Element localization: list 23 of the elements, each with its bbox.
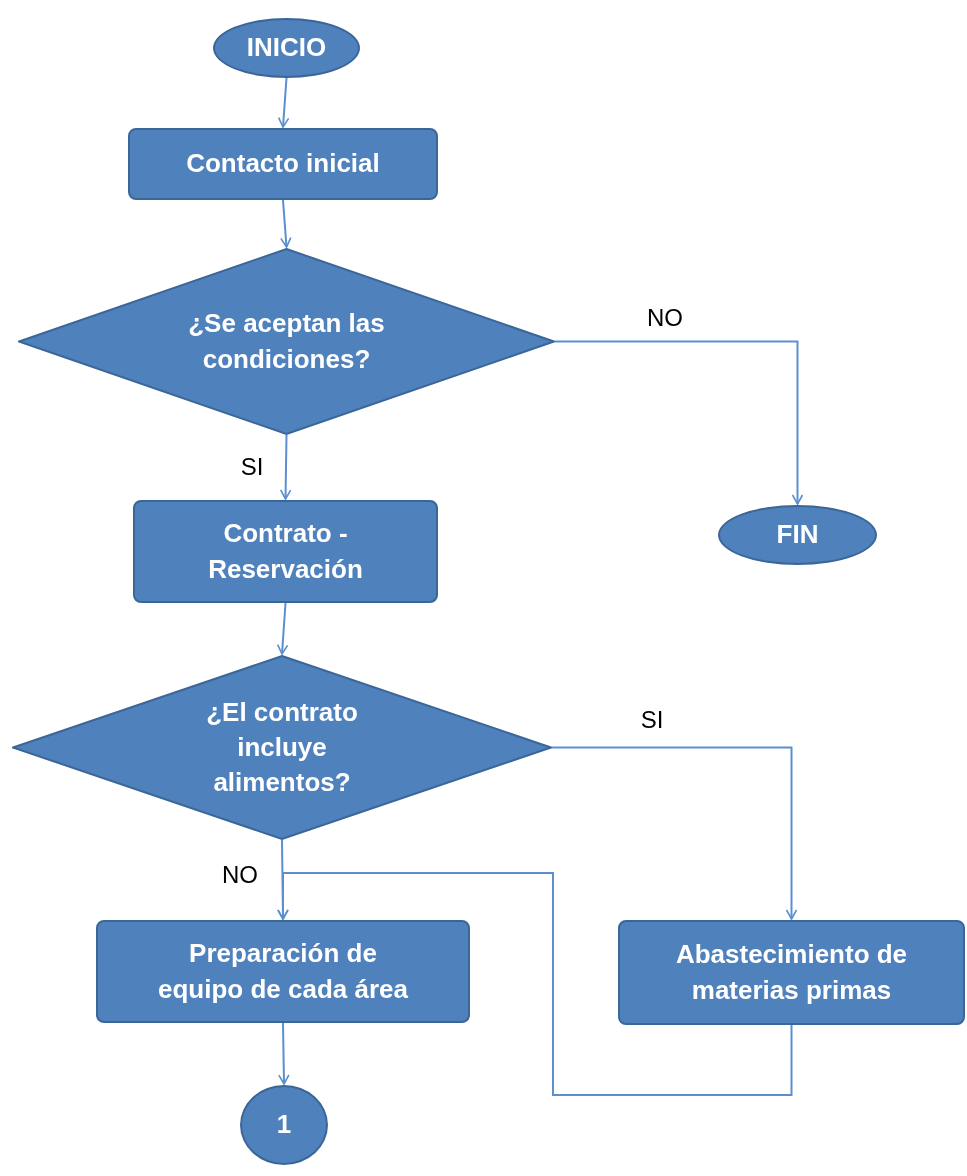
decision-diamond xyxy=(18,248,555,435)
arrow xyxy=(277,872,793,1096)
node-label: Contrato - Reservación xyxy=(207,517,364,586)
arrow xyxy=(277,77,290,128)
node-label: Preparación de equipo de cada área xyxy=(157,937,409,1006)
node-label: ¿Se aceptan las condiciones? xyxy=(187,307,386,376)
node-label: Contacto inicial xyxy=(186,147,380,181)
decision-diamond xyxy=(12,655,552,840)
node-label: 1 xyxy=(276,1108,292,1142)
arrow xyxy=(280,199,292,248)
process-box xyxy=(96,920,470,1023)
process-box xyxy=(128,128,438,200)
arrow xyxy=(276,602,289,655)
arrow xyxy=(278,1022,290,1085)
arrow xyxy=(551,746,798,920)
node-label: Abastecimiento de materias primas xyxy=(674,938,909,1007)
arrow xyxy=(279,434,292,500)
node-label: ¿El contrato incluye alimentos? xyxy=(205,695,359,800)
arrow xyxy=(554,340,804,505)
node-label: INICIO xyxy=(246,31,327,65)
node-label: FIN xyxy=(776,518,819,552)
process-box xyxy=(618,920,965,1025)
process-box xyxy=(133,500,438,603)
